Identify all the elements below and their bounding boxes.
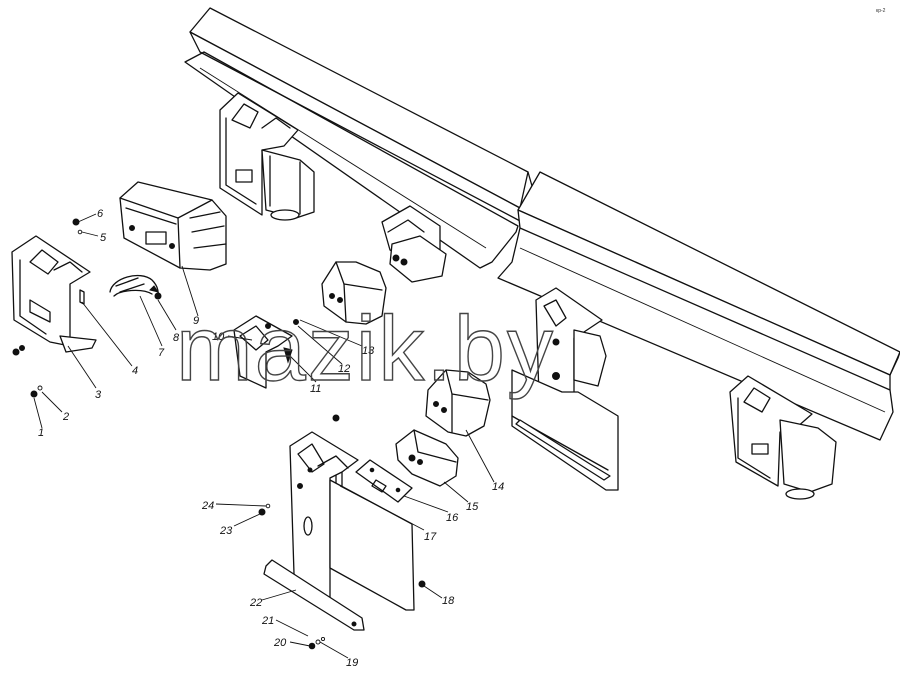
part-23-24-fasteners <box>258 503 271 516</box>
part-label-22: 22 <box>249 597 262 609</box>
part-label-8: 8 <box>173 332 180 344</box>
part-label-18: 18 <box>442 595 455 607</box>
part-13-clearance-lamp <box>321 261 387 325</box>
part-label-12: 12 <box>338 363 350 375</box>
frame-beam <box>184 7 900 441</box>
part-label-9: 9 <box>193 315 199 327</box>
part-9-rear-lamp <box>119 181 227 271</box>
part-label-24: 24 <box>201 500 214 512</box>
leader-lines <box>33 213 495 659</box>
part-label-10: 10 <box>212 331 225 343</box>
part-label-5: 5 <box>100 232 107 244</box>
part-label-13: 13 <box>362 345 375 357</box>
part-label-11: 11 <box>310 383 321 395</box>
part-label-4: 4 <box>132 365 138 377</box>
part-3-bracket <box>11 235 97 356</box>
assembled-plate-bracket <box>511 287 619 491</box>
part-label-23: 23 <box>219 525 233 537</box>
part-label-20: 20 <box>273 637 287 649</box>
part-label-7: 7 <box>158 347 165 359</box>
assembled-left-rear-lamp <box>219 92 315 221</box>
part-label-3: 3 <box>95 389 102 401</box>
part-label-17: 17 <box>424 531 437 543</box>
part-22-plate-bracket <box>263 431 415 631</box>
corner-note: кр-2 <box>876 8 886 14</box>
part-label-16: 16 <box>446 512 459 524</box>
part-label-2: 2 <box>62 411 69 423</box>
part-1-2-nut-washer <box>30 385 43 398</box>
part-4-bolt <box>79 289 85 305</box>
part-18-screw <box>418 580 426 588</box>
part-label-19: 19 <box>346 657 358 669</box>
part-16-gasket <box>355 459 413 503</box>
part-10-bracket <box>233 315 299 389</box>
part-labels: 1 2 3 4 5 6 7 8 9 10 11 12 13 14 15 16 1… <box>38 208 504 669</box>
part-label-1: 1 <box>38 427 44 439</box>
watermark: mazik.by <box>176 298 555 400</box>
part-label-14: 14 <box>492 481 504 493</box>
part-label-6: 6 <box>97 208 104 220</box>
part-15-plate-lamp <box>395 429 459 487</box>
assembled-middle-clearance-lamp <box>381 205 447 283</box>
part-14-clearance-lamp <box>425 369 491 437</box>
part-7-clamp <box>109 275 162 300</box>
assembled-right-rear-lamp <box>729 375 837 500</box>
part-label-21: 21 <box>261 615 274 627</box>
part-label-15: 15 <box>466 501 479 513</box>
